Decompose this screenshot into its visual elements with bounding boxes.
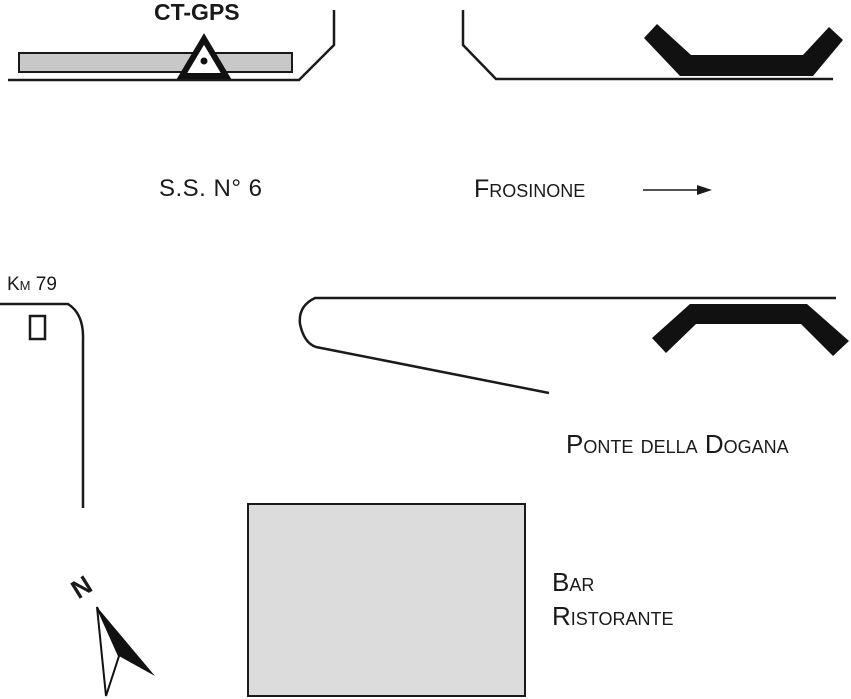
curb-top-right: [461, 10, 833, 81]
curb-lower-left: [0, 302, 85, 508]
direction-label: Frosinone: [474, 175, 586, 203]
km-stone: [28, 314, 47, 341]
km-marker-label: Km 79: [7, 274, 57, 295]
direction-arrow-icon: [643, 185, 712, 195]
gps-station-icon: [176, 33, 232, 79]
gps-platform: [18, 52, 293, 73]
bar-ristorante-building: [247, 503, 526, 697]
building-label-line2: Ristorante: [552, 601, 674, 631]
north-arrow-icon: [96, 606, 155, 697]
bridge-parapet-upper: [644, 24, 843, 76]
curb-top-left: [8, 10, 336, 82]
curb-lower-right: [298, 296, 836, 395]
bridge-label: Ponte della Dogana: [566, 429, 789, 459]
gps-station-label: CT-GPS: [154, 0, 240, 25]
building-label-line1: Bar: [552, 567, 595, 597]
bridge-parapet-lower: [652, 304, 849, 356]
road-label: S.S. N° 6: [159, 175, 263, 202]
